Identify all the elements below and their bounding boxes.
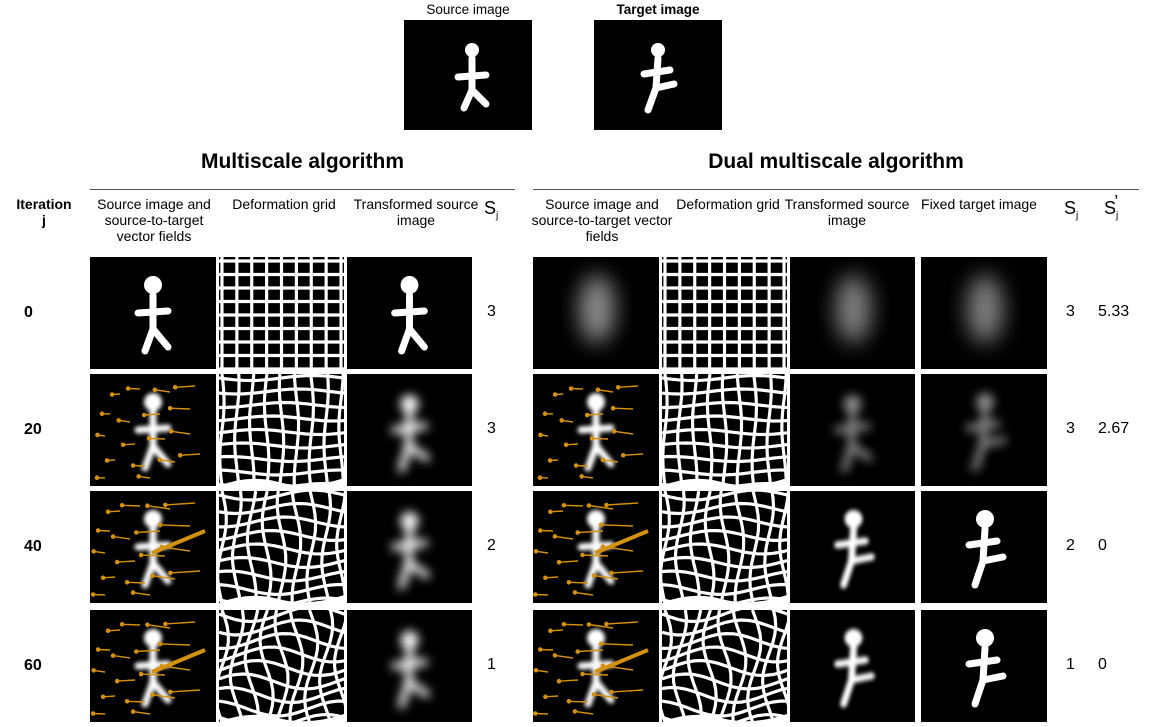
iteration-number: 40 bbox=[24, 538, 42, 555]
right-fixed-target-panel bbox=[921, 610, 1047, 722]
right-fixed-target-panel bbox=[921, 257, 1047, 369]
right-s-prime-subscript: j bbox=[1116, 210, 1119, 222]
right-s-prime-symbol: S bbox=[1104, 198, 1117, 218]
left-col-deformation-header: Deformation grid bbox=[232, 196, 336, 212]
iteration-number: 60 bbox=[24, 657, 42, 674]
left-header-rule bbox=[90, 189, 515, 190]
right-deformation-grid-panel bbox=[662, 374, 787, 486]
left-deformation-grid-panel bbox=[219, 257, 344, 369]
iteration-header-symbol: j bbox=[42, 212, 46, 228]
left-vector-field-panel bbox=[90, 374, 216, 486]
right-col-vector-fields-header: Source image and source-to-target vector… bbox=[531, 196, 673, 244]
right-fixed-target-panel bbox=[921, 491, 1047, 603]
right-s-value: 3 bbox=[1066, 303, 1075, 320]
left-s-value: 3 bbox=[487, 303, 496, 320]
right-vector-field-panel bbox=[533, 374, 659, 486]
left-deformation-grid-panel bbox=[219, 491, 344, 603]
left-vector-field-panel bbox=[90, 610, 216, 722]
right-header-rule bbox=[533, 189, 1139, 190]
right-col-transformed-header: Transformed source image bbox=[784, 196, 910, 228]
right-col-deformation-header: Deformation grid bbox=[676, 196, 780, 212]
iteration-number: 20 bbox=[24, 421, 42, 438]
right-col-fixed-target-header: Fixed target image bbox=[921, 196, 1037, 212]
left-transformed-panel bbox=[347, 491, 472, 603]
right-vector-field-panel bbox=[533, 257, 659, 369]
right-deformation-grid-panel bbox=[662, 610, 787, 722]
left-s-value: 2 bbox=[487, 537, 496, 554]
left-deformation-grid-panel bbox=[219, 374, 344, 486]
target-image bbox=[594, 20, 722, 130]
right-transformed-panel bbox=[790, 374, 915, 486]
left-vector-field-panel bbox=[90, 257, 216, 369]
left-transformed-panel bbox=[347, 610, 472, 722]
right-s-prime-header: Sj’ bbox=[1104, 192, 1119, 222]
right-transformed-panel bbox=[790, 610, 915, 722]
dual-multiscale-title: Dual multiscale algorithm bbox=[708, 150, 964, 173]
right-s-value: 3 bbox=[1066, 420, 1075, 437]
left-transformed-panel bbox=[347, 257, 472, 369]
source-image bbox=[404, 20, 532, 130]
iteration-number: 0 bbox=[24, 304, 33, 321]
right-transformed-panel bbox=[790, 491, 915, 603]
left-vector-field-panel bbox=[90, 491, 216, 603]
multiscale-title: Multiscale algorithm bbox=[200, 150, 405, 173]
right-s-header: Sj bbox=[1064, 198, 1078, 222]
right-transformed-panel bbox=[790, 257, 915, 369]
right-s-prime-value: 2.67 bbox=[1098, 420, 1130, 437]
left-s-value: 3 bbox=[487, 420, 496, 437]
right-deformation-grid-panel bbox=[662, 257, 787, 369]
right-s-subscript: j bbox=[1076, 210, 1079, 222]
right-s-prime-value: 0 bbox=[1098, 537, 1107, 554]
right-s-symbol: S bbox=[1064, 198, 1077, 218]
iteration-header: Iteration j bbox=[4, 196, 84, 228]
left-s-symbol: S bbox=[484, 198, 497, 218]
left-col-transformed-header: Transformed source image bbox=[353, 196, 479, 228]
left-s-value: 1 bbox=[487, 656, 496, 673]
source-image-label: Source image bbox=[426, 2, 510, 17]
left-s-header: Sj bbox=[484, 198, 498, 222]
iteration-header-label: Iteration bbox=[16, 196, 72, 212]
left-col-vector-fields-header: Source image and source-to-target vector… bbox=[97, 196, 211, 244]
target-image-label: Target image bbox=[616, 2, 700, 17]
left-transformed-panel bbox=[347, 374, 472, 486]
right-vector-field-panel bbox=[533, 610, 659, 722]
right-deformation-grid-panel bbox=[662, 491, 787, 603]
right-s-prime-value: 0 bbox=[1098, 656, 1107, 673]
right-vector-field-panel bbox=[533, 491, 659, 603]
right-fixed-target-panel bbox=[921, 374, 1047, 486]
right-s-prime-mark: ’ bbox=[1114, 192, 1119, 212]
left-s-subscript: j bbox=[496, 210, 499, 222]
right-s-prime-value: 5.33 bbox=[1098, 303, 1130, 320]
left-deformation-grid-panel bbox=[219, 610, 344, 722]
right-s-value: 1 bbox=[1066, 656, 1075, 673]
right-s-value: 2 bbox=[1066, 537, 1075, 554]
